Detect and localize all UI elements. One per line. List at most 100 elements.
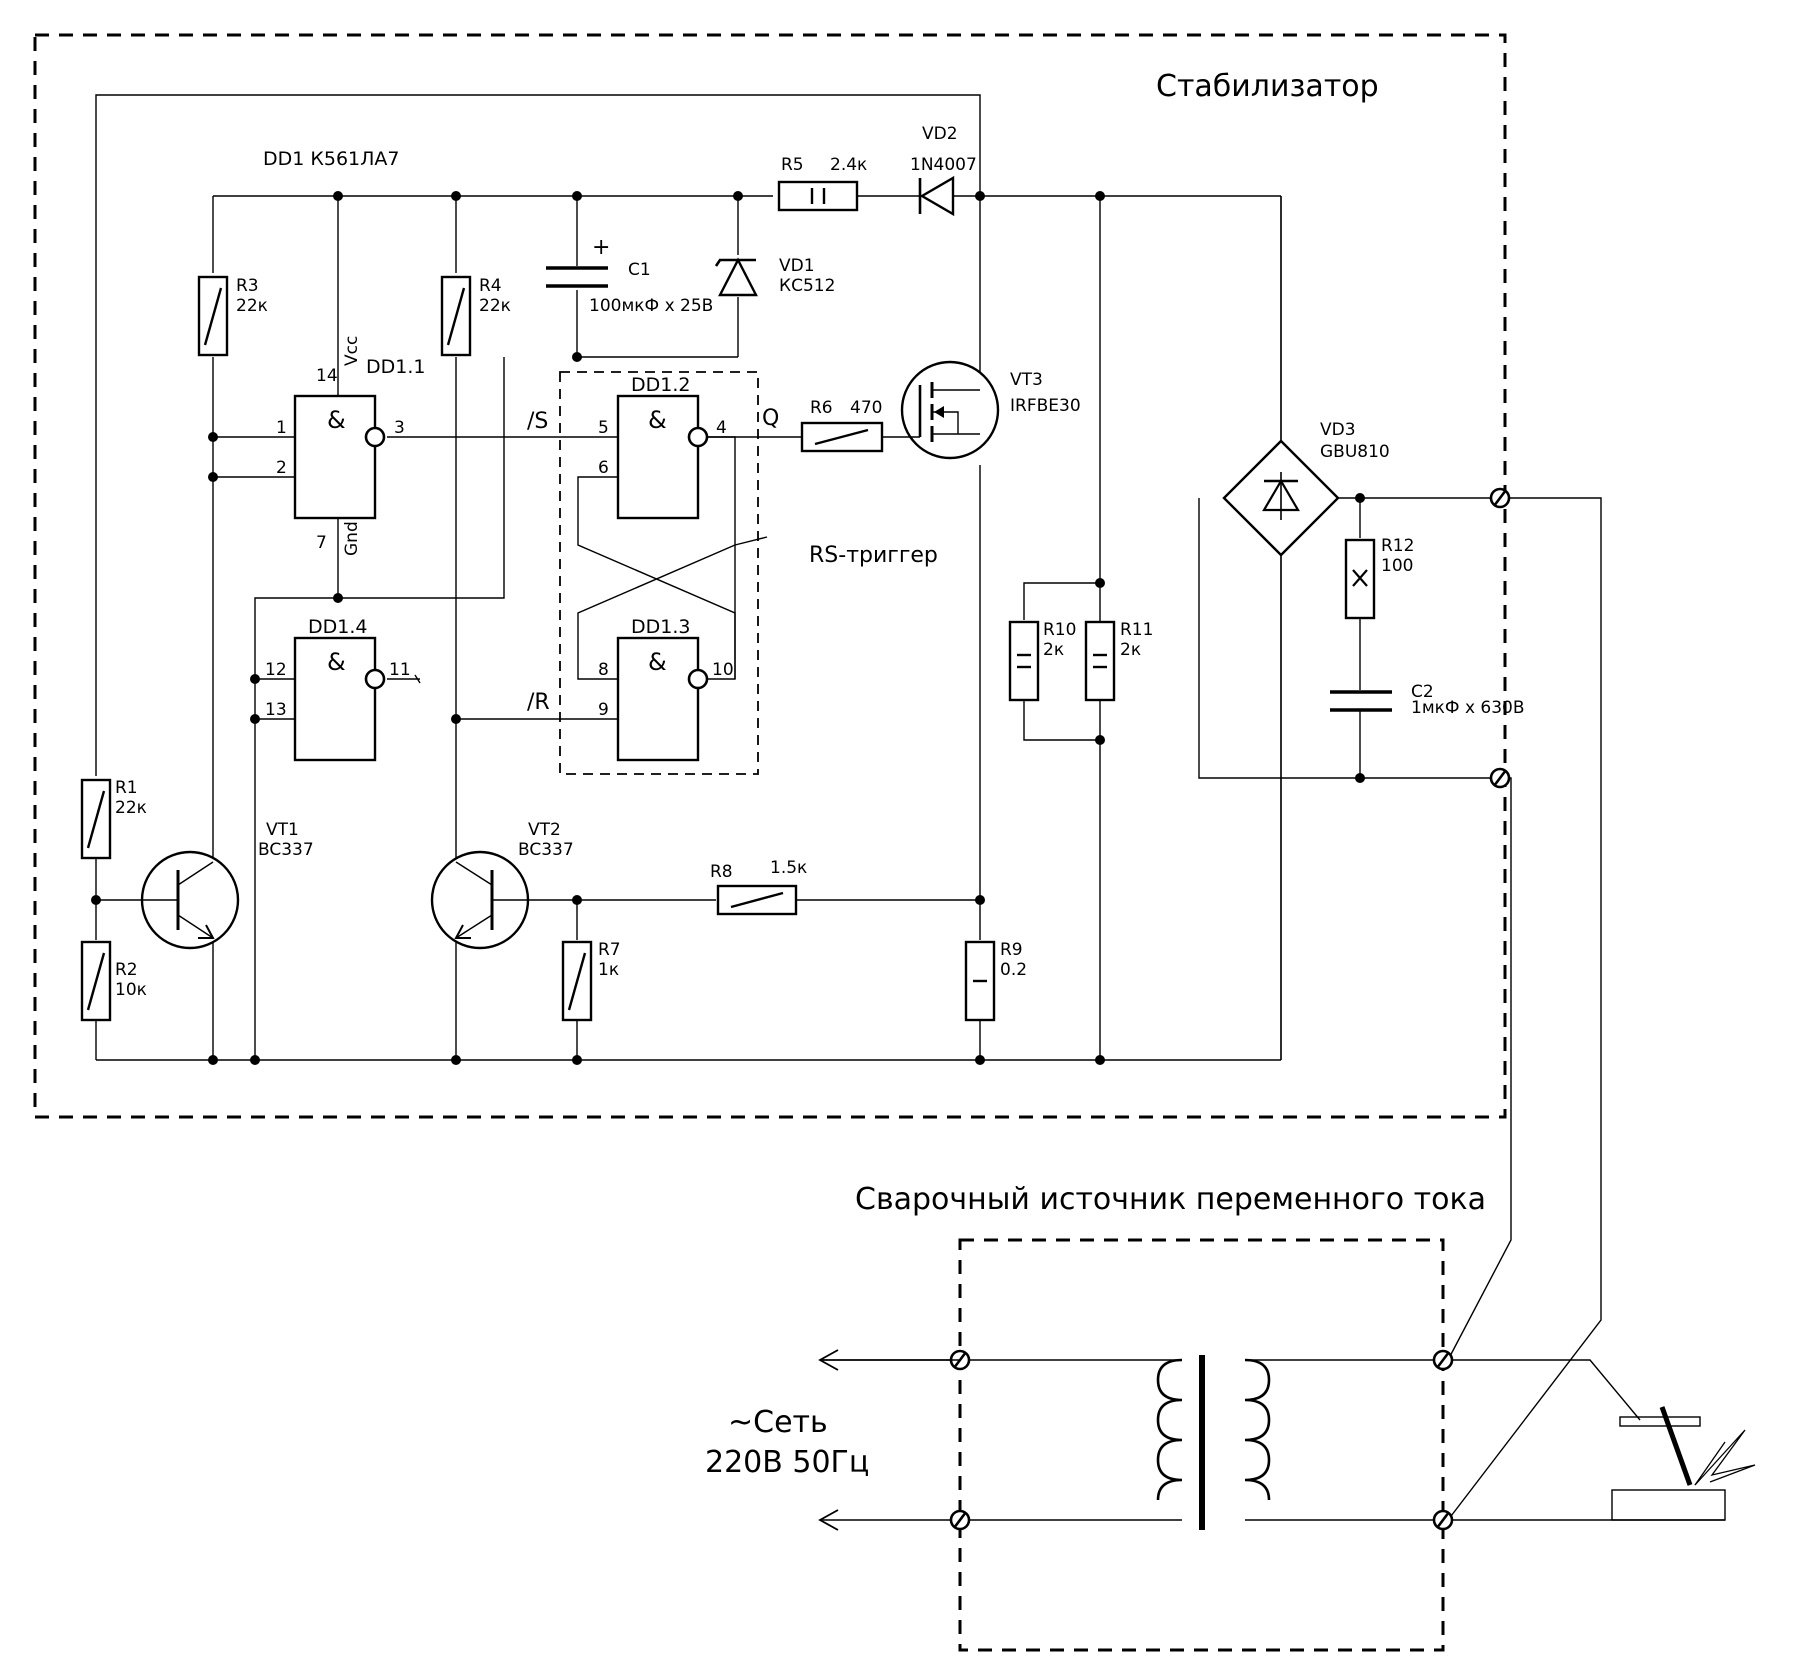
dd1-3-pin8: 8 bbox=[598, 660, 609, 680]
r10-ref: R10 bbox=[1043, 620, 1077, 640]
signal-r: /R bbox=[527, 690, 550, 715]
r2-ref: R2 bbox=[115, 960, 138, 980]
r8-resistor bbox=[716, 884, 798, 916]
dd1-4-pin12: 12 bbox=[265, 660, 287, 680]
dd1-2-gate bbox=[616, 394, 709, 520]
dd1-3-symbol: & bbox=[648, 648, 667, 676]
signal-q: Q bbox=[762, 406, 780, 431]
r5-ref: R5 bbox=[781, 155, 804, 175]
welding-source-boundary bbox=[958, 1238, 1445, 1652]
r5-value: 2.4к bbox=[830, 155, 868, 175]
dd1-3-gate bbox=[616, 636, 709, 762]
dd1-3-pin9: 9 bbox=[598, 700, 609, 720]
dd1-2-pin6: 6 bbox=[598, 458, 609, 478]
vd1-type: КС512 bbox=[779, 276, 836, 296]
dd1-1-pin3: 3 bbox=[394, 418, 405, 438]
r9-ref: R9 bbox=[1000, 940, 1023, 960]
vt1-ref: VT1 bbox=[266, 820, 299, 840]
r1-ref: R1 bbox=[115, 778, 138, 798]
vt3-type: IRFBE30 bbox=[1010, 396, 1081, 416]
dd1-3-pin10: 10 bbox=[712, 660, 734, 680]
vcc-label: Vcc bbox=[342, 335, 362, 366]
r6-ref: R6 bbox=[810, 398, 833, 418]
transformer bbox=[1156, 1355, 1271, 1530]
r12-resistor bbox=[1344, 538, 1376, 620]
dd1-4-gate bbox=[293, 636, 386, 762]
r3-resistor bbox=[197, 275, 229, 357]
r1-resistor bbox=[80, 778, 112, 860]
rs-trigger-leader bbox=[734, 536, 768, 546]
r7-ref: R7 bbox=[598, 940, 621, 960]
dd1-4-symbol: & bbox=[327, 648, 346, 676]
r8-value: 1.5к bbox=[770, 858, 808, 878]
r9-resistor bbox=[964, 940, 996, 1022]
r8-ref: R8 bbox=[710, 862, 733, 882]
welding-terminals bbox=[949, 1349, 1454, 1531]
vd3-diode-bridge bbox=[1222, 439, 1340, 557]
r4-resistor bbox=[440, 275, 472, 357]
r6-resistor bbox=[800, 421, 884, 453]
dd1-1-symbol: & bbox=[327, 406, 346, 434]
vd2-ref: VD2 bbox=[922, 124, 958, 144]
r10-value: 2к bbox=[1043, 640, 1065, 660]
stabilizer-terminals bbox=[1489, 487, 1511, 789]
dd1-2-pin4: 4 bbox=[716, 418, 727, 438]
mains-label-1: ~Сеть bbox=[728, 1405, 828, 1440]
r3-ref: R3 bbox=[236, 276, 259, 296]
vd3-ref: VD3 bbox=[1320, 420, 1356, 440]
rs-trigger-label: RS-триггер bbox=[809, 543, 938, 568]
vt3-mosfet bbox=[900, 360, 1000, 460]
r11-ref: R11 bbox=[1120, 620, 1154, 640]
c1-ref: C1 bbox=[628, 260, 651, 280]
dd1-1-pin2: 2 bbox=[276, 458, 287, 478]
r6-value: 470 bbox=[850, 398, 883, 418]
vt3-ref: VT3 bbox=[1010, 370, 1043, 390]
signal-s: /S bbox=[527, 409, 549, 434]
r1-value: 22к bbox=[115, 798, 147, 818]
rs-trigger-boundary bbox=[559, 371, 759, 775]
dd1-4-name: DD1.4 bbox=[308, 616, 368, 638]
vd1-zener-diode bbox=[714, 257, 758, 297]
mains-label-2: 220В 50Гц bbox=[705, 1445, 870, 1480]
dd1-1-pin7: 7 bbox=[316, 533, 327, 553]
gnd-label: Gnd bbox=[342, 521, 362, 556]
dd1-2-symbol: & bbox=[648, 406, 667, 434]
welding-electrode-icon bbox=[1611, 1406, 1756, 1521]
vt1-type: BC337 bbox=[258, 840, 314, 860]
dd1-1-pin1: 1 bbox=[276, 418, 287, 438]
vd1-ref: VD1 bbox=[779, 256, 815, 276]
c2-value: 1мкФ x 630В bbox=[1411, 698, 1525, 718]
dd1-4-pin11: 11 bbox=[389, 660, 411, 680]
vt2-transistor bbox=[430, 850, 530, 950]
r5-resistor bbox=[777, 180, 859, 212]
dd1-1-name: DD1.1 bbox=[366, 356, 426, 378]
chip-name: DD1 К561ЛА7 bbox=[263, 148, 400, 170]
r7-value: 1к bbox=[598, 960, 620, 980]
r7-resistor bbox=[561, 940, 593, 1022]
dd1-2-pin5: 5 bbox=[598, 418, 609, 438]
r12-value: 100 bbox=[1381, 556, 1414, 576]
welding-source-title: Сварочный источник переменного тока bbox=[855, 1182, 1487, 1217]
c2-ref: C2 bbox=[1411, 682, 1434, 702]
r10-resistor bbox=[1008, 620, 1040, 702]
wires bbox=[95, 94, 1725, 1521]
dd1-4-pin13: 13 bbox=[265, 700, 287, 720]
dd1-2-name: DD1.2 bbox=[631, 374, 691, 396]
r4-ref: R4 bbox=[479, 276, 502, 296]
c1-value: 100мкФ x 25В bbox=[589, 296, 714, 316]
r11-value: 2к bbox=[1120, 640, 1142, 660]
vt2-type: BC337 bbox=[518, 840, 574, 860]
stabilizer-title: Стабилизатор bbox=[1156, 69, 1379, 104]
dd1-1-pin14: 14 bbox=[316, 366, 338, 386]
dd1-4-nc-mark bbox=[414, 674, 421, 684]
stabilizer-boundary bbox=[33, 33, 1507, 1119]
r9-value: 0.2 bbox=[1000, 960, 1028, 980]
junction-dots bbox=[91, 191, 1365, 1065]
vd2-diode bbox=[918, 175, 955, 217]
r2-value: 10к bbox=[115, 980, 147, 1000]
dd1-3-name: DD1.3 bbox=[631, 616, 691, 638]
r2-resistor bbox=[80, 940, 112, 1022]
dd1-1-gate bbox=[293, 394, 386, 520]
